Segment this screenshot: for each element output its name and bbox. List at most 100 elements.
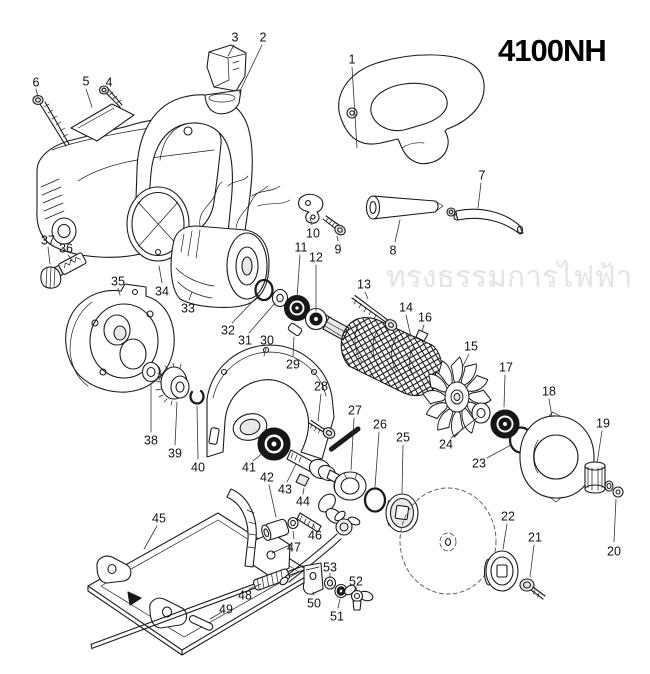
part-number-label: 33 <box>181 302 195 316</box>
part-number-label: 20 <box>607 545 621 559</box>
part-number-label: 52 <box>349 575 363 589</box>
leader-line <box>209 611 223 620</box>
part-number-label: 4 <box>106 76 113 90</box>
part-number-label: 11 <box>295 241 308 255</box>
leader-line <box>312 523 316 529</box>
leader-line <box>286 463 297 483</box>
outer-flange-22 <box>483 550 519 592</box>
part-number-label: 2 <box>260 31 267 45</box>
washer-47 <box>287 516 299 530</box>
bearing-38 <box>141 361 162 383</box>
leader-line <box>227 44 235 57</box>
leader-line <box>292 530 295 540</box>
part-number-label: 30 <box>260 334 274 348</box>
leader-line <box>196 405 199 460</box>
fan <box>422 356 492 438</box>
screw-28 <box>308 419 336 439</box>
switch-boot <box>204 89 242 115</box>
leader-line <box>248 583 262 590</box>
part-number-label: 17 <box>499 361 513 375</box>
leader-line <box>35 88 39 98</box>
part-number-label: 41 <box>242 461 256 475</box>
o-ring-32 <box>254 278 274 302</box>
part-number-label: 42 <box>260 471 274 485</box>
part-number-label: 10 <box>306 227 320 241</box>
leader-line <box>401 444 404 494</box>
leader-line <box>350 417 355 471</box>
part-number-label: 53 <box>323 561 337 575</box>
leader-line <box>309 217 313 226</box>
part-number-label: 5 <box>83 75 90 89</box>
part-number-label: 32 <box>221 324 235 338</box>
part-number-label: 48 <box>238 589 252 603</box>
model-number: 4100NH <box>498 33 607 68</box>
bearing-11 <box>283 294 311 322</box>
leader-line <box>364 291 369 300</box>
leader-line <box>374 431 380 488</box>
part-number-label: 27 <box>348 404 362 418</box>
screw-9 <box>322 215 346 236</box>
gear-39 <box>155 362 190 406</box>
part-number-label: 29 <box>286 358 300 372</box>
collar-27 <box>333 471 367 501</box>
leader-line <box>486 444 512 459</box>
leader-line <box>231 294 260 324</box>
washer-53 <box>323 576 337 590</box>
part-number-label: 19 <box>596 417 610 431</box>
part-number-label: 21 <box>528 531 542 545</box>
depth-guide-arc <box>226 488 257 568</box>
part-number-label: 9 <box>335 243 342 257</box>
leader-line <box>529 544 535 578</box>
part-number-label: 43 <box>278 483 292 497</box>
nut-20 <box>604 480 624 498</box>
handle-cover <box>338 54 485 165</box>
leader-line <box>47 246 51 265</box>
pin-29 <box>287 322 303 337</box>
part-number-label: 47 <box>287 541 301 555</box>
part-number-label: 45 <box>152 512 166 526</box>
part-number-label: 51 <box>330 610 344 624</box>
part-number-label: 26 <box>373 418 387 432</box>
leader-line <box>292 336 295 357</box>
top-cover-plate <box>70 103 135 142</box>
part-number-label: 31 <box>238 334 252 348</box>
part-number-label: 37 <box>41 234 55 248</box>
leader-line <box>548 398 553 418</box>
part-number-label: 28 <box>314 380 328 394</box>
part-number-label: 38 <box>144 434 158 448</box>
leader-line <box>613 498 617 543</box>
part-number-label: 18 <box>542 385 556 399</box>
part-number-label: 12 <box>309 251 323 265</box>
leader-line <box>252 451 265 462</box>
leader-line <box>296 254 301 299</box>
brush-cap <box>40 266 62 289</box>
part-number-label: 6 <box>33 76 40 90</box>
leader-line <box>85 88 93 108</box>
leader-line <box>188 291 193 301</box>
part-number-callouts: 1234567891011121314151617181920212223242… <box>33 31 621 624</box>
blade-case <box>206 344 335 460</box>
part-number-label: 35 <box>111 275 125 289</box>
safety-cover <box>519 411 595 503</box>
part-number-label: 3 <box>232 31 239 45</box>
part-number-label: 25 <box>396 431 410 445</box>
saw-blade <box>399 487 497 595</box>
spacer-42 <box>261 518 290 542</box>
leader-line <box>143 525 158 550</box>
leader-line <box>351 66 358 149</box>
part-number-label: 40 <box>191 461 205 475</box>
leader-line <box>336 235 339 242</box>
bearing-12 <box>304 307 328 331</box>
leader-line <box>312 591 315 596</box>
water-valve <box>279 510 361 586</box>
bolt-21 <box>519 578 546 600</box>
part-number-label: 34 <box>155 285 169 299</box>
leader-line <box>450 417 478 439</box>
leader-line <box>394 219 401 243</box>
screw-6 <box>32 94 70 147</box>
part-number-label: 44 <box>296 495 310 509</box>
leader-line <box>108 88 113 95</box>
switch <box>206 44 247 92</box>
leader-line <box>503 374 506 408</box>
